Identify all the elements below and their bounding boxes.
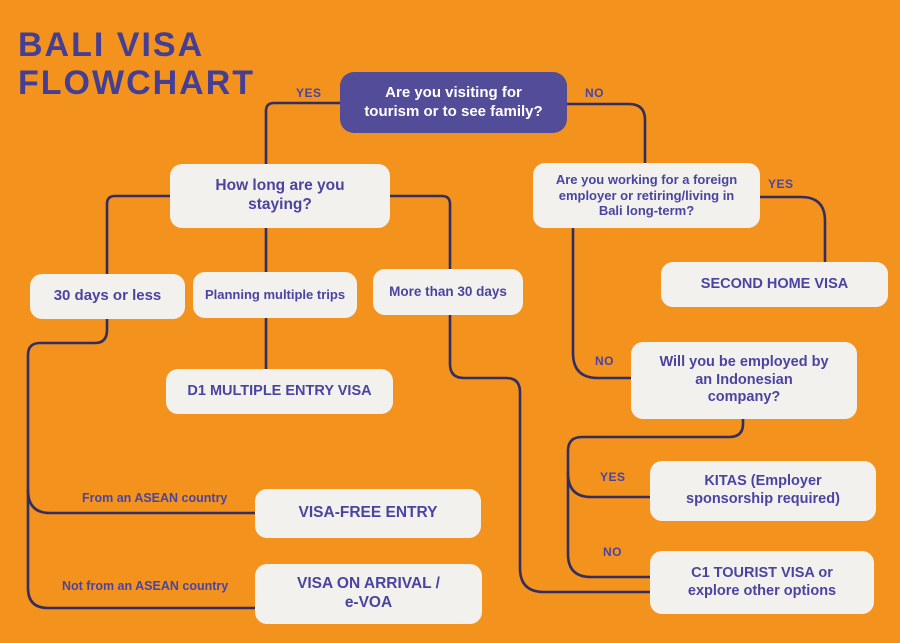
edge-howlong-to-30days	[105, 194, 174, 276]
edge-howlong-to-more30	[386, 194, 452, 271]
node-visa-on-arrival: VISA ON ARRIVAL / e-VOA	[255, 564, 482, 624]
node-30-days-or-less: 30 days or less	[30, 274, 185, 319]
edge-30days-to-voa	[26, 317, 258, 610]
node-visa-free-entry: VISA-FREE ENTRY	[255, 489, 481, 538]
edge-asean-to-visafree	[26, 488, 258, 515]
node-kitas: KITAS (Employer sponsorship required)	[650, 461, 876, 521]
edge-employed-no-to-c1	[566, 417, 745, 579]
edge-root-no-to-working	[565, 102, 647, 164]
title-line-2: FLOWCHART	[18, 64, 256, 103]
edge-label-employed-yes: YES	[600, 470, 626, 484]
node-c1-tourist-visa: C1 TOURIST VISA or explore other options	[650, 551, 874, 614]
node-second-home-visa: SECOND HOME VISA	[661, 262, 888, 307]
edge-label-working-yes: YES	[768, 177, 794, 191]
node-root-question: Are you visiting for tourism or to see f…	[340, 72, 567, 133]
node-more-than-30-days: More than 30 days	[373, 269, 523, 315]
edge-root-yes-to-d1	[264, 101, 342, 372]
edge-label-from-asean: From an ASEAN country	[82, 491, 228, 505]
node-d1-multiple-entry-visa: D1 MULTIPLE ENTRY VISA	[166, 369, 393, 414]
edge-label-working-no: NO	[595, 354, 614, 368]
edge-label-employed-no: NO	[603, 545, 622, 559]
node-planning-multiple-trips: Planning multiple trips	[193, 272, 357, 318]
node-employed-indonesian-company: Will you be employed by an Indonesian co…	[631, 342, 857, 419]
title-line-1: BALI VISA	[18, 26, 205, 64]
edge-label-root-no: NO	[585, 86, 604, 100]
node-how-long-staying: How long are you staying?	[170, 164, 390, 228]
edge-employed-yes-to-kitas	[566, 471, 651, 499]
edge-label-root-yes: YES	[296, 86, 322, 100]
edge-label-not-from-asean: Not from an ASEAN country	[62, 579, 229, 593]
edge-working-yes-to-secondhome	[753, 195, 827, 263]
edge-working-no-to-employed	[571, 227, 632, 380]
edge-more30-to-c1	[448, 313, 653, 594]
node-working-foreign-employer: Are you working for a foreign employer o…	[533, 163, 760, 228]
